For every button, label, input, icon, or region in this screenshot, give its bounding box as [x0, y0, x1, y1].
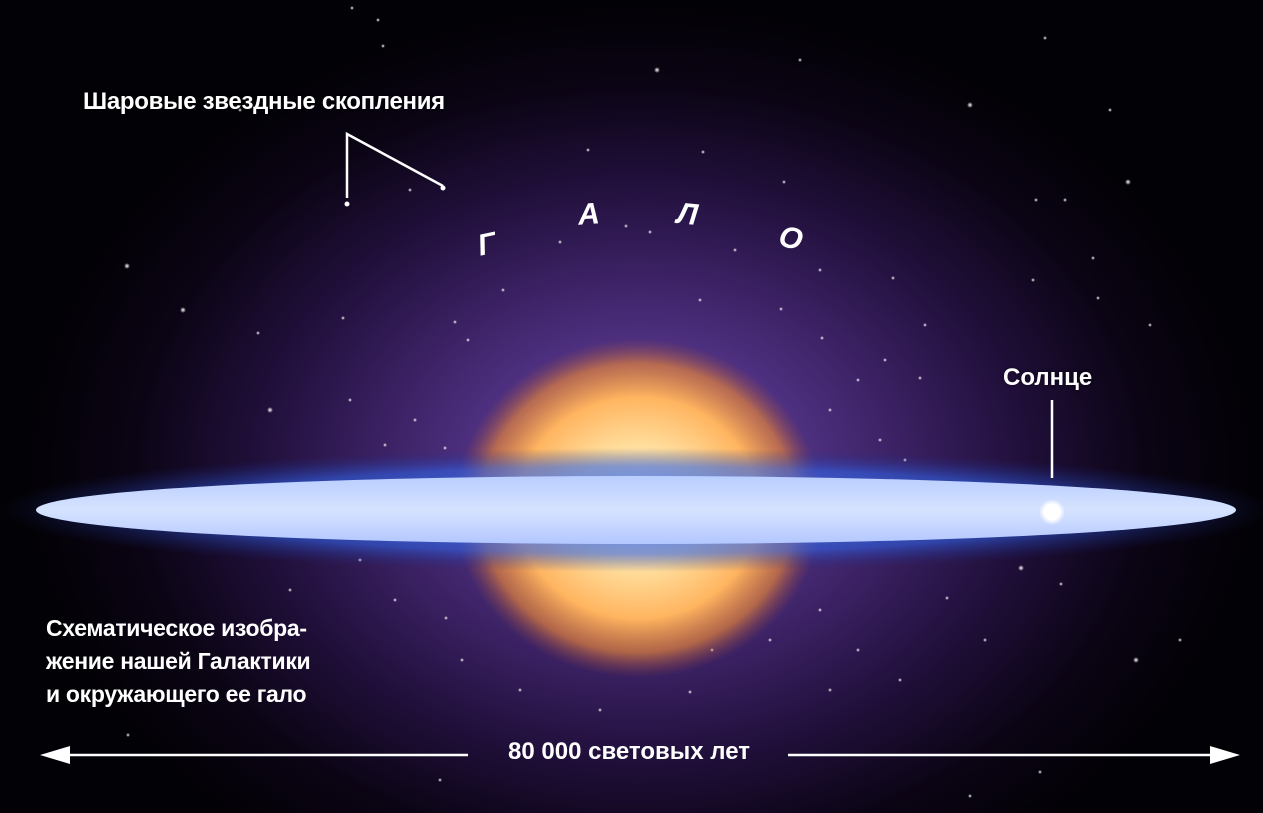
star — [256, 331, 260, 335]
globular-clusters-label: Шаровые звездные скопления — [83, 88, 445, 115]
star — [1125, 179, 1131, 185]
star — [288, 588, 292, 592]
star — [1038, 770, 1042, 774]
star — [898, 678, 902, 682]
star — [1043, 36, 1047, 40]
star — [1178, 638, 1182, 642]
star — [443, 446, 447, 450]
star — [586, 148, 590, 152]
star — [350, 6, 354, 10]
star — [820, 336, 824, 340]
star — [968, 794, 972, 798]
star — [1063, 198, 1067, 202]
star — [945, 596, 949, 600]
star — [1148, 323, 1152, 327]
diagram-caption: Схематическое изобра- жение нашей Галакт… — [46, 612, 311, 711]
star — [654, 67, 660, 73]
star — [733, 248, 737, 252]
star — [967, 102, 973, 108]
star — [818, 268, 822, 272]
star — [856, 378, 860, 382]
star — [798, 58, 802, 62]
star-field — [124, 6, 1182, 798]
star — [444, 616, 448, 620]
star — [180, 307, 186, 313]
star — [1059, 582, 1063, 586]
star — [501, 288, 505, 292]
star — [381, 44, 385, 48]
star — [383, 443, 387, 447]
star — [1091, 256, 1095, 260]
star — [878, 438, 882, 442]
clusters-pointer-line — [345, 131, 444, 198]
star — [1096, 296, 1100, 300]
sun-label: Солнце — [1003, 364, 1093, 391]
star — [828, 408, 832, 412]
star — [782, 180, 786, 184]
star — [768, 638, 772, 642]
cluster-dot — [344, 201, 350, 207]
star — [701, 150, 705, 154]
star — [1034, 198, 1038, 202]
star — [518, 688, 522, 692]
halo-letter: Л — [675, 197, 700, 232]
star — [598, 708, 602, 712]
star — [267, 407, 273, 413]
star — [688, 690, 692, 694]
star — [698, 298, 702, 302]
star — [438, 778, 442, 782]
star — [453, 320, 457, 324]
scale-label: 80 000 световых лет — [508, 738, 750, 765]
star — [856, 648, 860, 652]
halo-letter: А — [576, 197, 601, 232]
scale-arrow-left-icon — [40, 746, 70, 764]
star — [923, 323, 927, 327]
galactic-disk — [36, 476, 1236, 544]
star — [983, 638, 987, 642]
star — [408, 188, 412, 192]
sun-marker — [1039, 499, 1065, 525]
star — [648, 230, 652, 234]
star — [779, 307, 783, 311]
caption-line: и окружающего ее гало — [46, 681, 307, 707]
star — [126, 733, 130, 737]
star — [558, 240, 562, 244]
star — [1018, 565, 1024, 571]
star — [460, 658, 464, 662]
star — [393, 598, 397, 602]
star — [413, 418, 417, 422]
star — [891, 276, 895, 280]
star — [1031, 278, 1035, 282]
caption-line: жение нашей Галактики — [46, 648, 311, 674]
star — [376, 18, 380, 22]
star — [341, 316, 345, 320]
caption-line: Схематическое изобра- — [46, 615, 307, 641]
star — [828, 688, 832, 692]
cluster-dot — [440, 185, 446, 191]
star — [124, 263, 130, 269]
star — [883, 358, 887, 362]
star — [1108, 108, 1112, 112]
star — [348, 398, 352, 402]
star — [466, 338, 470, 342]
star — [1133, 657, 1139, 663]
star — [238, 108, 242, 112]
star — [624, 224, 628, 228]
star — [818, 608, 822, 612]
scale-arrow-right-icon — [1210, 746, 1240, 764]
star — [918, 376, 922, 380]
